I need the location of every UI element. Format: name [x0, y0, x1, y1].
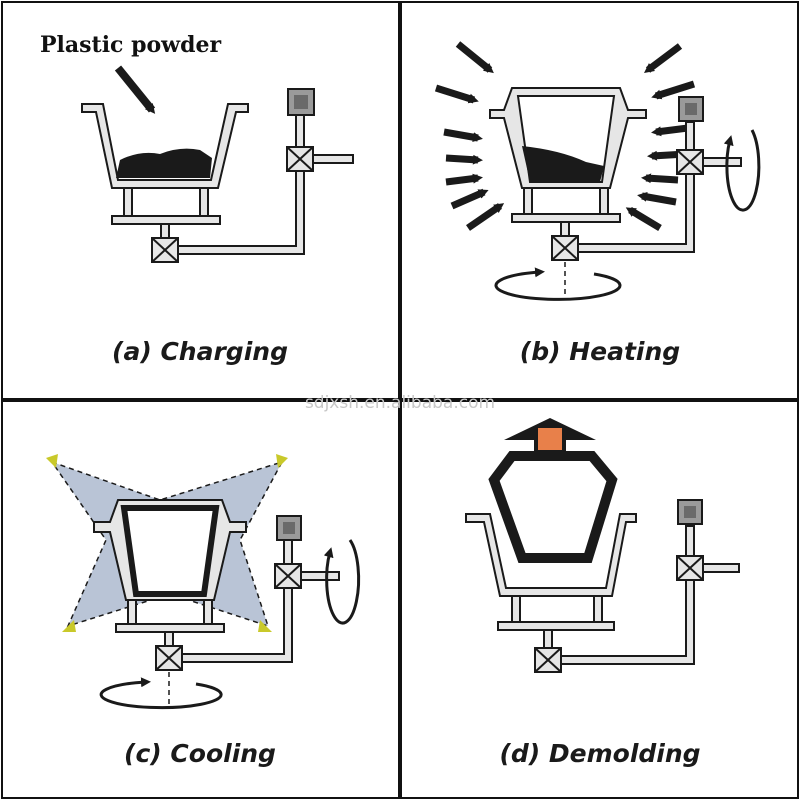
- panel-charging: Plastic powder (a) Charging: [40, 32, 354, 366]
- caption-demolding: (d) Demolding: [499, 739, 700, 768]
- panel-frame-b: [400, 1, 799, 400]
- caption-charging: (a) Charging: [112, 337, 288, 366]
- cooling-nozzle: [62, 620, 76, 632]
- mold-leg-left: [123, 187, 133, 217]
- motor-block: [677, 499, 703, 525]
- rotation-arrow-vertical: [723, 129, 761, 212]
- open-mold: [81, 103, 249, 189]
- rotation-arrow-horizontal: [99, 677, 223, 710]
- molded-part: [120, 505, 220, 597]
- heat-arrows: [434, 41, 696, 232]
- rotation-arrow-vertical: [323, 539, 361, 625]
- powder-pile: [116, 148, 212, 178]
- powder-arrow: [114, 65, 156, 114]
- panel-heating: (b) Heating: [434, 41, 761, 366]
- arm-axle: [312, 154, 354, 164]
- panel-frame-d: [400, 400, 799, 799]
- caption-cooling: (c) Cooling: [124, 739, 276, 768]
- open-mold: [465, 513, 637, 597]
- mold-leg-right: [199, 187, 209, 217]
- mold-base-plate: [111, 215, 221, 225]
- melting-powder: [522, 146, 604, 182]
- arm-shaft: [295, 114, 305, 148]
- cooling-nozzle: [258, 620, 272, 632]
- watermark: sdjxsh.en.alibaba.com: [305, 393, 495, 413]
- panel-demolding: (d) Demolding: [465, 418, 740, 768]
- cooling-nozzle: [46, 454, 58, 468]
- plastic-powder-label: Plastic powder: [40, 32, 221, 58]
- rotation-arrow-horizontal: [494, 267, 622, 301]
- spindle: [160, 223, 170, 239]
- cooling-nozzle: [276, 454, 288, 468]
- lift-block: [538, 428, 562, 450]
- panel-frame-a: [1, 1, 400, 400]
- caption-heating: (b) Heating: [520, 337, 681, 366]
- panel-frame-c: [1, 400, 400, 799]
- molded-part: [488, 451, 618, 563]
- panel-cooling: (c) Cooling: [46, 454, 361, 768]
